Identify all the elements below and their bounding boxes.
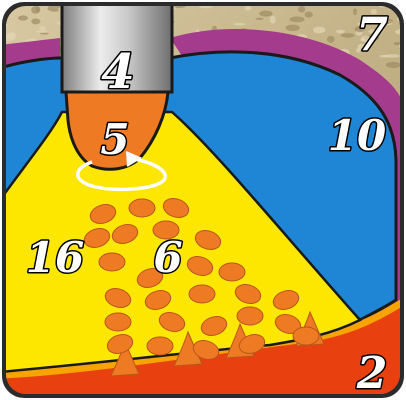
rock-speckle [31,18,40,24]
rock-speckle [255,18,263,20]
particle [237,307,263,325]
rock-speckle [264,0,268,2]
rock-speckle [386,62,400,68]
rock-speckle [395,0,400,3]
label-5: 5 [100,115,129,164]
particle [105,313,131,331]
rock-speckle [234,23,246,26]
rock-speckle [284,0,291,2]
rock-speckle [270,16,276,24]
particle [189,285,215,303]
rock-speckle [245,6,252,11]
rock-speckle [35,31,48,33]
label-6: 6 [153,233,182,282]
rock-speckle [327,36,335,43]
rock-speckle [61,0,72,1]
rock-speckle [36,6,40,12]
rock-speckle [313,27,325,34]
particle [219,263,245,281]
rock-speckle [289,16,304,22]
rock-speckle [341,33,355,38]
rock-speckle [286,25,300,31]
rock-speckle [305,12,313,18]
particle [99,253,125,271]
label-4: 4 [101,44,134,100]
particle [293,327,319,345]
rock-speckle [336,30,345,34]
label-2: 2 [356,348,388,399]
label-7: 7 [356,7,388,61]
label-10: 10 [328,111,386,160]
rock-speckle [39,26,46,30]
rock-speckle [18,15,28,20]
rock-speckle [7,32,16,37]
particle [129,199,155,217]
rock-speckle [394,42,401,45]
particle [147,337,173,355]
rock-speckle [259,11,272,17]
rock-speckle [298,6,305,13]
label-16: 16 [26,233,84,282]
